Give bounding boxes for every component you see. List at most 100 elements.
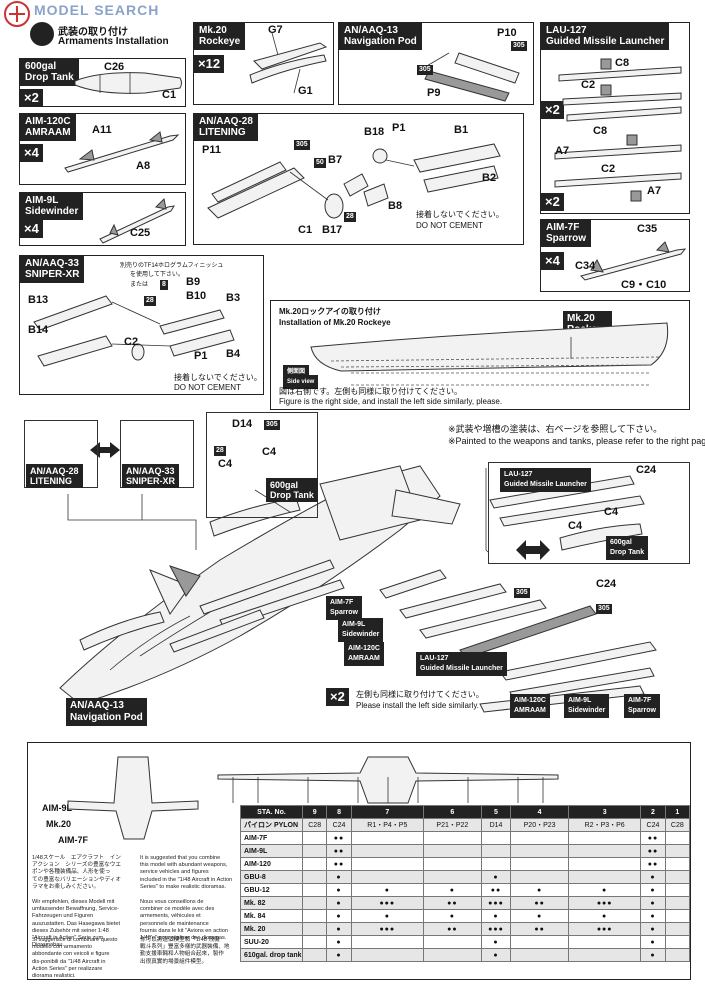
loadout-cell	[301, 857, 328, 871]
lau-mini-box	[488, 462, 690, 564]
part-label: C2	[581, 79, 596, 91]
loadout-cell	[664, 831, 691, 845]
loadout-cell: ●	[640, 935, 666, 949]
part-label: P10	[497, 27, 517, 39]
loadout-cell: ●●	[326, 831, 352, 845]
loadout-cell: ●●●	[480, 896, 512, 910]
part-label: B9	[186, 276, 201, 288]
loadout-cell: ●●	[326, 857, 352, 871]
loadout-cell	[568, 831, 642, 845]
part-label: A7	[555, 145, 570, 157]
side-view-en: Side view	[283, 375, 319, 389]
tag-sparrow: AIM-7F Sparrow	[326, 596, 363, 620]
bottom-note-en: Please install the left side similarly.	[356, 701, 480, 710]
part-label: A7	[647, 185, 662, 197]
drop-tank-box: 600gal Drop Tank ×2 C26 C1	[19, 58, 186, 107]
part-label: C9・C10	[621, 279, 667, 291]
loadout-cell	[664, 896, 691, 910]
part-label: C24	[636, 464, 657, 476]
loadout-cell	[480, 844, 512, 858]
part-label: A11	[92, 124, 112, 136]
sparrow-mult: ×4	[541, 252, 564, 270]
tag-sidewinder: AIM-9L Sidewinder	[338, 618, 384, 642]
loadout-cell	[422, 831, 482, 845]
loadout-row: AIM-9L●●●●	[240, 844, 691, 858]
part-label: C1	[162, 89, 177, 101]
sniper-box: AN/AAQ-33 SNIPER-XR 別売りのTF14ホログラムフィニッシュ …	[19, 255, 264, 395]
loadout-cell	[301, 948, 328, 962]
loadout-cell	[664, 909, 691, 923]
pylon-part: P21・P22	[422, 818, 482, 832]
part-label: G1	[298, 85, 313, 97]
part-label: C25	[130, 227, 151, 239]
pylon-part: C28	[664, 818, 691, 832]
loadout-table: STA. No. 9 8 7 6 5 4 3 2 1 パイロン PYLON C2…	[240, 805, 691, 962]
loadout-cell	[568, 844, 642, 858]
loadout-cell	[480, 857, 512, 871]
part-label: C4	[568, 520, 583, 532]
station-number: 8	[326, 805, 352, 819]
rockeye-install-title-jp: Mk.20ロックアイの取り付け	[279, 307, 381, 316]
tag-lau127-b: LAU-127 Guided Missile Launcher	[416, 652, 507, 676]
loadout-cell: ●	[480, 870, 512, 884]
part-number: 305	[294, 140, 310, 150]
part-number: 28	[144, 296, 156, 306]
loadout-row: 610gal. drop tank●●●	[240, 948, 691, 962]
bottom-note-jp: 左側も同様に取り付けてください。	[356, 690, 484, 699]
loadout-cell	[301, 870, 328, 884]
tag-amraam: AIM-120C AMRAAM	[344, 642, 384, 666]
loadout-row-name: Mk. 82	[240, 896, 303, 910]
station-number: 4	[510, 805, 570, 819]
amraam-label: AIM-120C AMRAAM	[20, 114, 76, 141]
tag-sparrow-2: AIM-7F Sparrow	[624, 694, 661, 718]
loadout-cell	[350, 844, 424, 858]
loadout-cell	[422, 948, 482, 962]
pylon-part: C24	[640, 818, 666, 832]
sniper-note-or: または	[130, 282, 149, 288]
loadout-cell: ●●	[422, 922, 482, 936]
part-label: C2	[601, 163, 616, 175]
loadout-row: GBU-8●●●	[240, 870, 691, 884]
lau127-drawing	[554, 58, 682, 202]
loadout-cell: ●	[480, 909, 512, 923]
part-number: 8	[160, 280, 168, 290]
part-label: G7	[268, 24, 283, 36]
drop-tank-drawing	[74, 72, 182, 94]
loadout-cell: ●	[326, 896, 352, 910]
part-label: C24	[596, 578, 617, 590]
part-label: C26	[104, 61, 125, 73]
part-label: C1	[298, 224, 313, 236]
loadout-cell	[480, 831, 512, 845]
loadout-cell	[301, 896, 328, 910]
do-not-cement-en: DO NOT CEMENT	[174, 383, 241, 392]
front-label: Mk.20	[46, 819, 72, 829]
loadout-cell: ●	[510, 883, 570, 897]
part-label: P1	[392, 122, 406, 134]
part-label: A8	[136, 160, 151, 172]
loadout-cell	[664, 922, 691, 936]
lau127-box: LAU-127 Guided Missile Launcher ×2 ×2 C8…	[540, 22, 690, 214]
part-label: C8	[615, 57, 630, 69]
loadout-cell: ●	[326, 870, 352, 884]
loadout-cell: ●	[326, 909, 352, 923]
loadout-cell	[664, 870, 691, 884]
lau127-mult-1: ×2	[541, 101, 564, 119]
sniper-drawing	[33, 295, 235, 367]
loadout-cell: ●	[326, 922, 352, 936]
litening-label: AN/AAQ-28 LITENING	[194, 114, 258, 141]
loadout-row: AIM-7F●●●●	[240, 831, 691, 845]
part-label: C4	[262, 446, 277, 458]
loadout-cell	[664, 935, 691, 949]
part-label: B4	[226, 348, 241, 360]
part-label: C34	[575, 260, 596, 272]
loadout-row-name: Mk. 84	[240, 909, 303, 923]
navpod-drawing	[424, 52, 520, 102]
loadout-cell: ●	[640, 909, 666, 923]
drop-tank-mini-box	[206, 412, 318, 518]
tag-drop-tank: 600gal Drop Tank	[266, 478, 318, 502]
loadout-cell	[422, 935, 482, 949]
loadout-cell	[664, 883, 691, 897]
part-label: C4	[604, 506, 619, 518]
